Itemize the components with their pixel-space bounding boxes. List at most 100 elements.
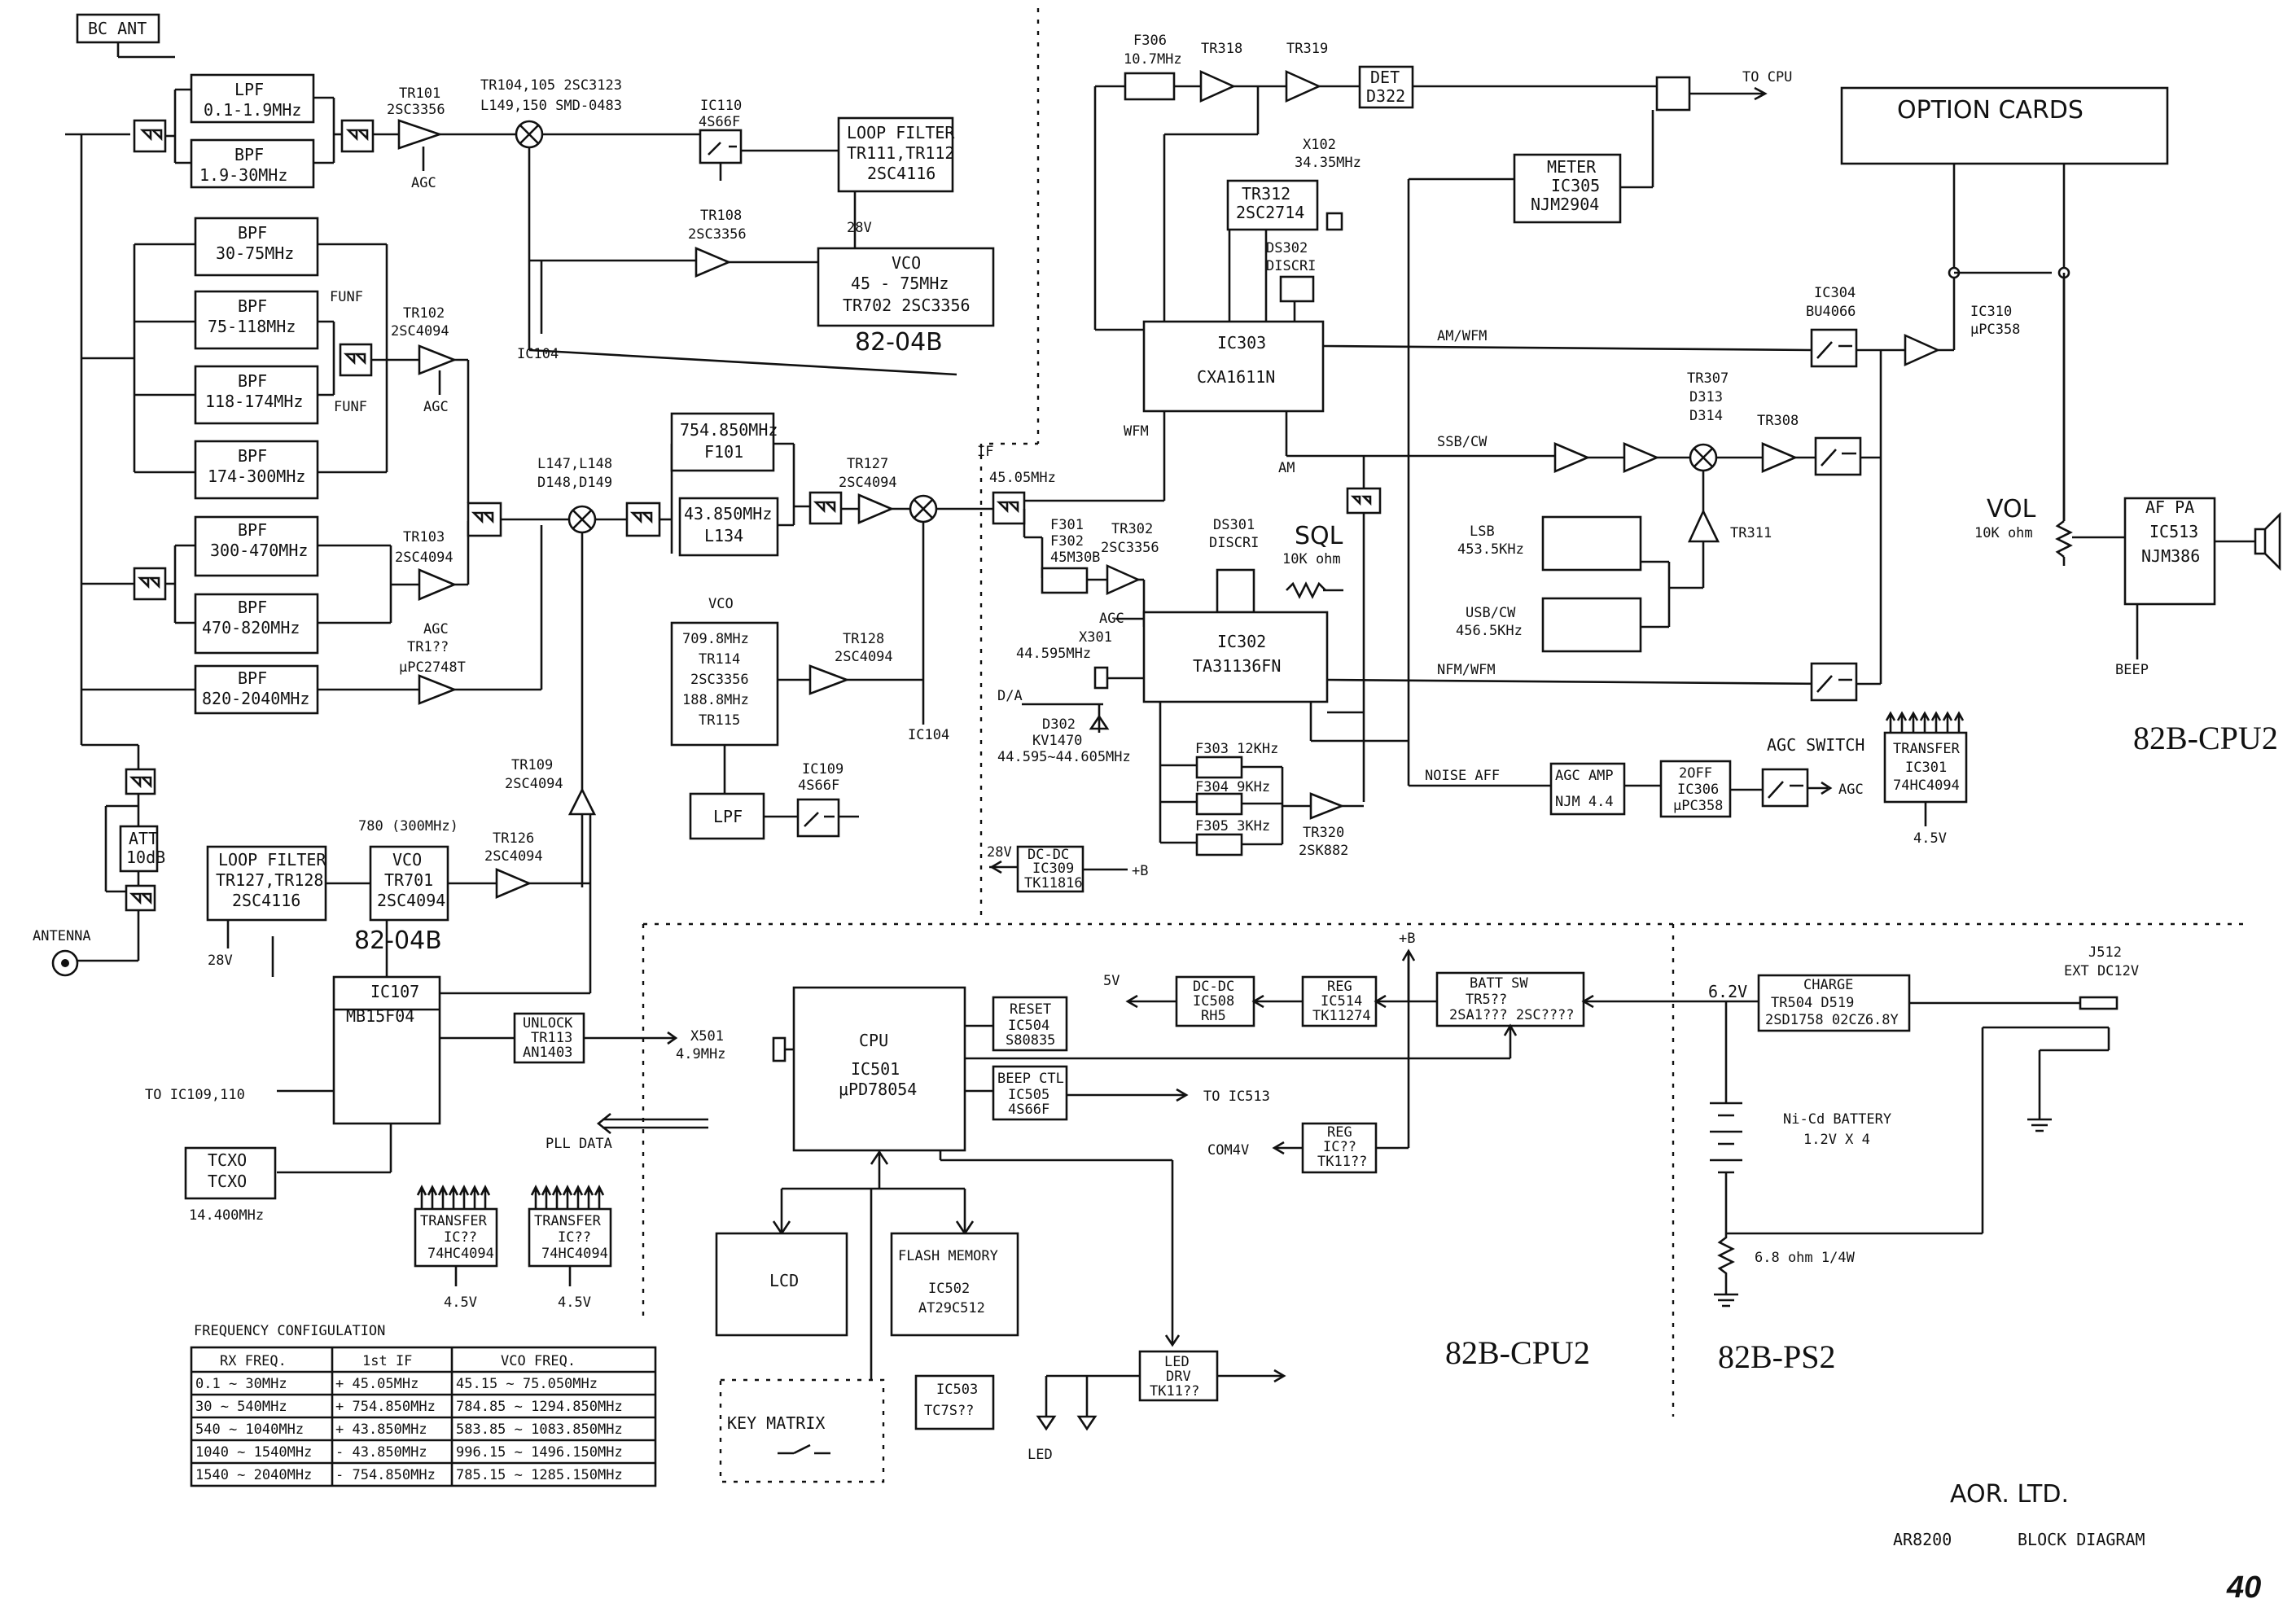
- board-82b-cpu2-bottom: 82B-CPU2: [1445, 1334, 1590, 1371]
- vco1-part: TR702 2SC3356: [843, 296, 971, 315]
- sql-value: 10K ohm: [1282, 551, 1341, 567]
- x301-label: X301: [1079, 629, 1112, 646]
- bpf6-range: 300-470MHz: [210, 541, 308, 560]
- bc-ant-box: [76, 13, 160, 44]
- meter-part: NJM2904: [1531, 195, 1599, 214]
- diode-switch-6: [625, 502, 661, 537]
- d314-label: D314: [1689, 408, 1723, 424]
- tr302-amp: [1106, 563, 1141, 596]
- bpf4-range: 118-174MHz: [205, 392, 303, 411]
- att-box: [119, 825, 159, 873]
- ic310-label: IC310: [1970, 304, 2012, 320]
- tr320-amp: [1309, 792, 1345, 820]
- bpf7-box: [194, 593, 319, 655]
- tr126-label: TR126: [493, 830, 534, 847]
- bpf1-range: 1.9-30MHz: [199, 165, 287, 185]
- sql-label: SQL: [1295, 522, 1343, 550]
- tr109-part: 2SC4094: [505, 776, 563, 792]
- tr126-amp: [495, 868, 532, 899]
- beep-label: BEEP: [2115, 662, 2149, 678]
- tr128-label: TR128: [843, 631, 884, 647]
- nfm-wfm-label: NFM/WFM: [1437, 662, 1496, 678]
- section-boundaries: [642, 8, 2247, 1417]
- loop-filter-1-part2: 2SC4116: [867, 164, 935, 183]
- tcxo-box: [184, 1146, 277, 1200]
- flash-title: FLASH MEMORY: [898, 1248, 998, 1264]
- charge-box: [1757, 974, 1911, 1032]
- v28-label-1: 28V: [847, 220, 872, 236]
- reset-ic: IC504: [1008, 1018, 1049, 1034]
- freq-row-5-if: - 754.850MHz: [335, 1467, 436, 1483]
- doc-title: BLOCK DIAGRAM: [2018, 1530, 2145, 1549]
- if-label: IF: [977, 444, 993, 460]
- freq-row-3-if: + 43.850MHz: [335, 1421, 427, 1438]
- ic304-switch: [1810, 328, 1858, 368]
- reg-low-title: REG: [1327, 1124, 1352, 1141]
- f43-freq: 43.850MHz: [684, 504, 772, 523]
- noise-label: NOISE AFF: [1425, 768, 1500, 784]
- freq-row-2-rx: 30 ~ 540MHz: [195, 1399, 287, 1415]
- bpf5-title: BPF: [238, 446, 267, 466]
- company-name: AOR. LTD.: [1950, 1480, 2069, 1509]
- lsb-label: LSB: [1470, 523, 1495, 540]
- charge-part2: 2SD1758 02CZ6.8Y: [1765, 1012, 1899, 1028]
- agc-amp-box: [1549, 762, 1626, 816]
- ground-icon-1: [2027, 1118, 2052, 1132]
- freq-header-vco: VCO FREQ.: [501, 1353, 576, 1369]
- beep-ctl-ic: IC505: [1008, 1087, 1049, 1103]
- lpf-box: [190, 73, 315, 124]
- reg-low-box: [1301, 1122, 1378, 1174]
- ic503-part: TC7S??: [924, 1403, 974, 1419]
- diode-switch-7: [808, 491, 843, 525]
- funf-2: FUNF: [334, 399, 367, 415]
- bpf4-box: [194, 365, 319, 425]
- f301-filter: [1041, 567, 1089, 594]
- dcdc-309-part: TK11816: [1024, 875, 1083, 891]
- vco2-part: 2SC3356: [690, 672, 749, 688]
- lsb-osc-box: [1541, 515, 1642, 572]
- to-cpu-label: TO CPU: [1742, 69, 1792, 85]
- ic302-box: [1142, 611, 1329, 703]
- option-cards-label: OPTION CARDS: [1897, 96, 2083, 125]
- vco2-tr115: TR115: [699, 712, 740, 729]
- af-pa-box: [2123, 497, 2216, 606]
- reg-514-title: REG: [1327, 979, 1352, 995]
- mixer1-part: L149,150 SMD-0483: [480, 98, 622, 114]
- ic303-part: CXA1611N: [1197, 367, 1275, 387]
- tcxo-title: TCXO: [208, 1150, 247, 1170]
- tr101-amp: [397, 119, 444, 150]
- reg-low-ic: IC??: [1323, 1139, 1356, 1155]
- ic503-label: IC503: [936, 1382, 978, 1398]
- ic109-part: 4S66F: [798, 778, 839, 794]
- ext-dc-jack: [2079, 996, 2119, 1010]
- freq-row-1-rx: 0.1 ~ 30MHz: [195, 1376, 287, 1392]
- f43-box: [678, 497, 779, 557]
- freq-row-4-rx: 1040 ~ 1540MHz: [195, 1444, 312, 1461]
- charge-parts: TR504 D519: [1771, 995, 1854, 1011]
- transfer-right-ic: IC301: [1905, 760, 1947, 776]
- tr108-part: 2SC3356: [688, 226, 747, 243]
- board-82-04b-top: 82-04B: [855, 328, 943, 357]
- nfm-switch: [1810, 662, 1858, 702]
- transfer-right-arrows: [1885, 711, 1965, 733]
- lpf2-label: LPF: [713, 807, 743, 826]
- loop-filter-1-title: LOOP FILTER: [847, 123, 955, 142]
- battery-label: Ni-Cd BATTERY: [1783, 1111, 1891, 1128]
- resistor-label: 6.8 ohm 1/4W: [1755, 1250, 1856, 1266]
- bpf4-title: BPF: [238, 371, 267, 391]
- reset-part: S80835: [1006, 1032, 1055, 1049]
- batt-sw-title: BATT SW: [1470, 975, 1528, 992]
- vco3-part: 2SC4094: [377, 891, 445, 910]
- agc-amp-part: NJM 4.4: [1555, 794, 1614, 810]
- bpf7-range: 470-820MHz: [202, 618, 300, 637]
- tr109-amp: [567, 787, 597, 816]
- plus-b-label-1: +B: [1132, 863, 1148, 879]
- led-label: LED: [1028, 1447, 1053, 1463]
- tr103-part: 2SC4094: [395, 550, 454, 566]
- att-value: 10dB: [126, 848, 165, 867]
- tr302-part: 2SC3356: [1101, 540, 1159, 556]
- transfer-right-part: 74HC4094: [1893, 778, 1960, 794]
- ic303-box: [1142, 320, 1325, 413]
- ds301-label: DS301: [1213, 517, 1255, 533]
- d302-label: D302: [1042, 716, 1076, 733]
